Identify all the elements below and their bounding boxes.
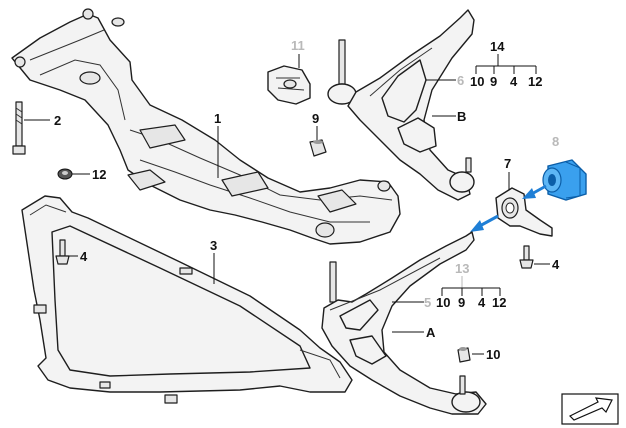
label-11: 11 — [291, 38, 305, 53]
clip-11 — [267, 65, 311, 105]
label-14: 14 — [490, 39, 505, 54]
label-5: 5 — [424, 295, 431, 310]
upper-item-2: 9 — [490, 74, 497, 89]
label-4-right: 4 — [552, 257, 560, 272]
bolt-4-left — [55, 239, 70, 265]
label-9: 9 — [312, 111, 319, 126]
control-arm-a — [321, 231, 487, 415]
lower-item-3: 4 — [478, 295, 486, 310]
bolt-4-right — [519, 245, 534, 269]
upper-item-1: 10 — [470, 74, 484, 89]
control-arm-b — [327, 9, 475, 201]
lower-item-1: 10 — [436, 295, 450, 310]
highlight-arrow-lower — [470, 214, 499, 232]
label-4-left: 4 — [80, 249, 88, 264]
nut-9 — [309, 139, 327, 157]
lower-item-2: 9 — [458, 295, 465, 310]
nut-12 — [57, 168, 73, 180]
direction-arrow-icon — [561, 393, 619, 425]
upper-item-3: 4 — [510, 74, 518, 89]
front-subframe — [11, 8, 401, 245]
label-3: 3 — [210, 238, 217, 253]
label-2: 2 — [54, 113, 61, 128]
subframe-bolt — [12, 101, 26, 155]
upper-item-4: 12 — [528, 74, 542, 89]
leader-lines — [24, 54, 550, 355]
label-b: B — [457, 109, 466, 124]
highlight-arrow-upper — [522, 184, 547, 199]
bushing-7 — [495, 187, 553, 237]
label-a: A — [426, 325, 436, 340]
label-1: 1 — [214, 111, 221, 126]
label-7: 7 — [504, 156, 511, 171]
label-6: 6 — [457, 73, 464, 88]
suspension-brace — [21, 195, 353, 404]
label-12: 12 — [92, 167, 106, 182]
bracket-group-13 — [441, 276, 501, 296]
label-8: 8 — [552, 134, 559, 149]
highlighted-bushing-8 — [542, 159, 587, 201]
nut-10 — [457, 347, 471, 363]
lower-item-4: 12 — [492, 295, 506, 310]
label-10: 10 — [486, 347, 500, 362]
bracket-group-14 — [475, 54, 537, 74]
label-13: 13 — [455, 261, 469, 276]
